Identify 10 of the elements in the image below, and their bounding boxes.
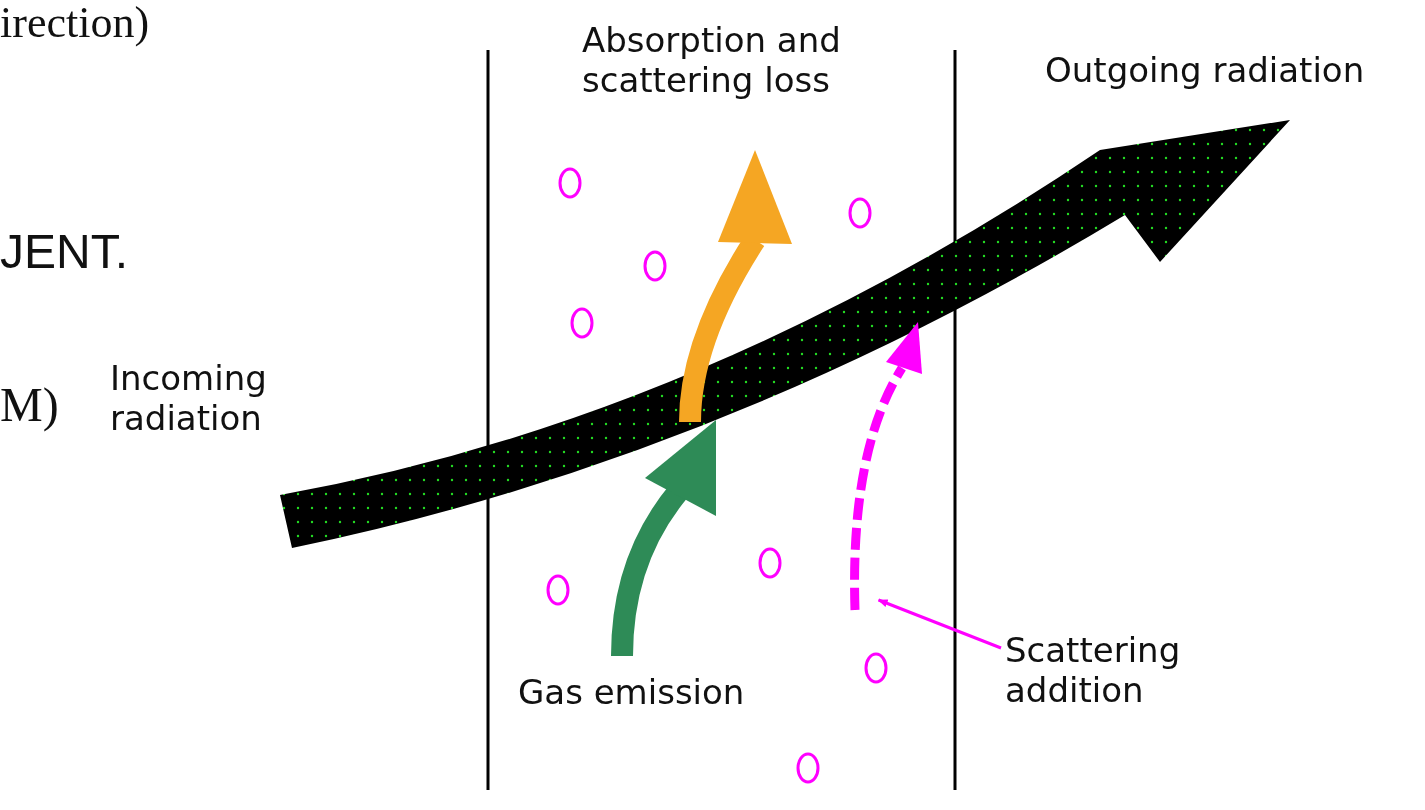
caption-text: Outgoing radiation xyxy=(1045,50,1366,90)
leader-line xyxy=(877,598,1002,650)
caption-text: Gas emission xyxy=(518,672,746,712)
dashed-arrow xyxy=(850,322,922,611)
heading-fragment: irection) xyxy=(0,0,150,48)
caption-text: Incoming radiation xyxy=(110,358,268,438)
callout-text: Scattering addition xyxy=(1005,630,1225,710)
caption-text: Absorption and scattering loss xyxy=(582,20,842,100)
heading-fragment: M) xyxy=(0,378,59,432)
heading-fragment: JENT. xyxy=(0,225,128,279)
